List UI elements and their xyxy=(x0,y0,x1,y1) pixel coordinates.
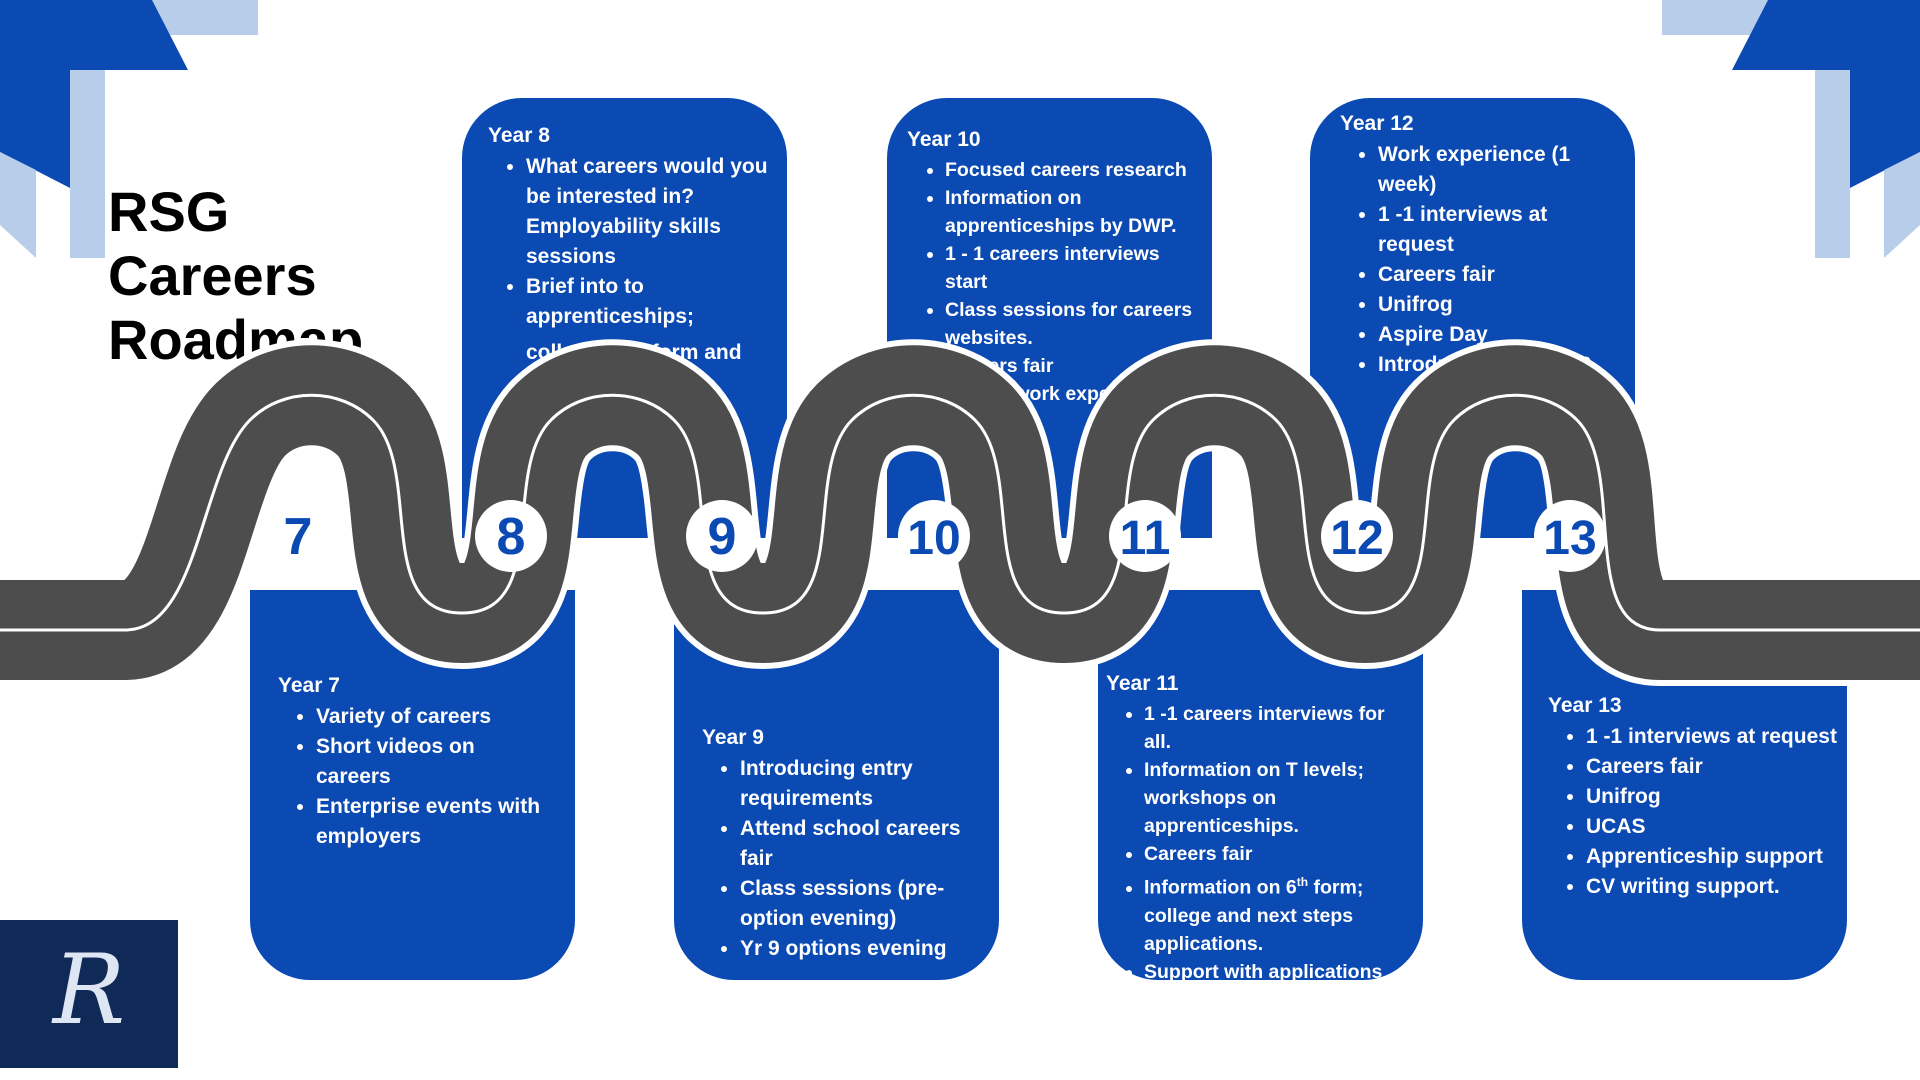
year-9-list: Introducing entry requirements Attend sc… xyxy=(702,754,987,964)
year-9-heading: Year 9 xyxy=(702,726,764,749)
list-item: Introducing entry requirements xyxy=(740,754,987,814)
list-item: Variety of careers xyxy=(316,702,555,732)
list-item: Careers fair xyxy=(1378,260,1621,290)
list-item: Aspire Day xyxy=(1378,320,1621,350)
milestone-badge-number: 13 xyxy=(1543,512,1596,565)
milestone-badge-number: 12 xyxy=(1330,512,1383,565)
milestone-badge-circle xyxy=(1321,500,1393,572)
milestone-badge-number: 11 xyxy=(1120,512,1171,565)
list-item: Enterprise events with employers xyxy=(316,792,555,852)
year-8-heading: Year 8 xyxy=(488,124,550,147)
chevron-dark-right xyxy=(1732,0,1920,188)
list-item: Careers fair xyxy=(1586,752,1841,782)
milestone-badge-circle xyxy=(1109,500,1181,572)
year-10-heading: Year 10 xyxy=(907,128,981,151)
milestone-badge-circle xyxy=(262,500,334,572)
list-item: Careers fair xyxy=(1144,840,1413,868)
list-item: Support with applications xyxy=(1144,958,1413,986)
milestone-badge-number: 10 xyxy=(907,512,960,565)
list-item: Class sessions for careers websites. xyxy=(945,296,1206,352)
list-item: 1 -1 interviews at request xyxy=(1378,200,1621,260)
year-12-heading: Year 12 xyxy=(1340,112,1414,135)
list-item: Attend school careers fair xyxy=(740,814,987,874)
logo-letter: R xyxy=(52,934,126,1046)
list-item: Information on apprenticeships by DWP. xyxy=(945,184,1206,240)
list-item: 1 -1 careers interviews for all. xyxy=(1144,700,1413,756)
list-item: What careers would you be interested in?… xyxy=(526,152,773,272)
list-item: 1 - 1 careers interviews start xyxy=(945,240,1206,296)
milestone-badge-number: 8 xyxy=(497,508,526,566)
list-item: 1 -1 interviews at request xyxy=(1586,722,1841,752)
milestone-badge-circle xyxy=(686,500,758,572)
page-title: RSG Careers Roadmap xyxy=(108,180,428,372)
list-item: Information on T levels; workshops on ap… xyxy=(1144,756,1413,840)
list-item: Work experience (1 week) xyxy=(1378,140,1621,200)
corner-decoration-right xyxy=(1662,0,1920,258)
chevron-light-right-lower xyxy=(1815,70,1850,258)
list-item: Focused careers research xyxy=(945,156,1206,184)
list-item: Unifrog xyxy=(1586,782,1841,812)
year-13-list: 1 -1 interviews at request Careers fair … xyxy=(1548,722,1841,902)
list-item: UCAS xyxy=(1586,812,1841,842)
milestone-badge-number: 9 xyxy=(708,508,737,566)
year-7-list: Variety of careers Short videos on caree… xyxy=(278,702,555,852)
chevron-dark-left xyxy=(0,0,188,188)
chevron-light-left-lower xyxy=(70,70,105,258)
year-7-heading: Year 7 xyxy=(278,674,340,697)
year-13-heading: Year 13 xyxy=(1548,694,1622,717)
road-center-line xyxy=(0,393,1920,632)
list-item: Short videos on careers xyxy=(316,732,555,792)
chevron-light-right-tip xyxy=(1884,152,1920,258)
milestone-badge-circle xyxy=(898,500,970,572)
milestone-badge-circle xyxy=(475,500,547,572)
title-line-1: RSG xyxy=(108,180,230,243)
list-item: Information on 6th form; college and nex… xyxy=(1144,868,1413,958)
milestone-badge-circle xyxy=(1534,500,1606,572)
school-logo: R xyxy=(0,920,178,1068)
year-11-heading: Year 11 xyxy=(1106,672,1179,695)
corner-decoration-left xyxy=(0,0,258,258)
year-12-card: Year 12 Work experience (1 week) 1 -1 in… xyxy=(1310,98,1635,538)
year-13-card: Year 13 1 -1 interviews at request Caree… xyxy=(1522,590,1847,980)
chevron-light-left-tip xyxy=(0,152,36,258)
list-item: Yr 9 options evening xyxy=(740,934,987,964)
milestone-badges: 7 8 9 10 11 12 13 xyxy=(262,500,1606,572)
list-item: CV writing support. xyxy=(1586,872,1841,902)
title-line-2: Careers xyxy=(108,244,317,307)
year-7-card: Year 7 Variety of careers Short videos o… xyxy=(250,590,575,980)
list-item: Class sessions (pre-option evening) xyxy=(740,874,987,934)
list-item: Apprenticeship support xyxy=(1586,842,1841,872)
year-11-list: 1 -1 careers interviews for all. Informa… xyxy=(1106,700,1413,986)
milestone-badge-number: 7 xyxy=(284,508,313,566)
list-item: Unifrog xyxy=(1378,290,1621,320)
